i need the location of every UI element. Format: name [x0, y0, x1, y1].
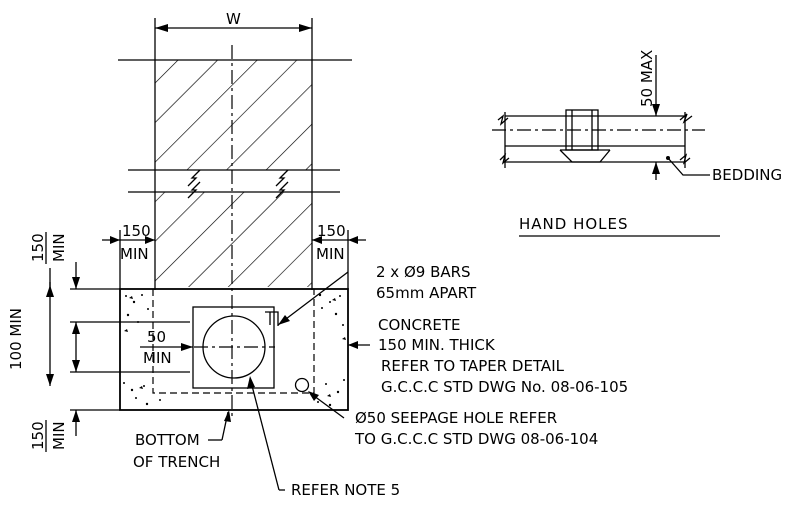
dim-100-min: 100 MIN	[7, 308, 25, 370]
bars-note-line1: 2 x Ø9 BARS	[376, 263, 471, 281]
dim-150-top-right: 150	[317, 222, 346, 240]
hand-holes-detail: 50 MAX BEDDING HAND HOLES	[492, 50, 782, 237]
width-label: W	[226, 10, 241, 28]
dim-min-top-left: MIN	[120, 245, 149, 263]
hand-holes-title: HAND HOLES	[519, 215, 629, 233]
bars-note-line2: 65mm APART	[376, 284, 477, 302]
dim-min-bottom: MIN	[50, 421, 68, 450]
dim-50-min: MIN	[143, 349, 172, 367]
side-offset-dimensions: 150 MIN 150 MIN	[102, 222, 366, 289]
concrete-note-line4: G.C.C.C STD DWG No. 08-06-105	[381, 378, 628, 396]
seepage-note-line2: TO G.C.C.C STD DWG 08-06-104	[354, 430, 598, 448]
dim-min-top-right: MIN	[316, 245, 345, 263]
dim-150-left: 150	[29, 233, 47, 262]
concrete-note-line1: CONCRETE	[378, 316, 461, 334]
bottom-note-line2: OF TRENCH	[133, 453, 220, 471]
dim-min-left: MIN	[50, 233, 68, 262]
leader-lines	[208, 271, 370, 491]
break-lines	[118, 59, 352, 199]
backfill-hatching	[154, 58, 313, 290]
dim-150-bottom: 150	[29, 421, 47, 450]
max-50-label: 50 MAX	[638, 50, 656, 107]
width-dimension: W	[154, 10, 313, 58]
dim-50: 50	[147, 328, 166, 346]
left-dimensions: 100 MIN 150 MIN 150 MIN	[7, 232, 190, 452]
trench-section: W	[7, 10, 628, 499]
conduit-offset-dimension: 50 MIN	[140, 328, 193, 367]
seepage-note-line1: Ø50 SEEPAGE HOLE REFER	[355, 409, 557, 427]
refer-note: REFER NOTE 5	[291, 481, 400, 499]
concrete-note-line3: REFER TO TAPER DETAIL	[381, 357, 565, 375]
bottom-note-line1: BOTTOM	[135, 431, 200, 449]
bedding-label: BEDDING	[712, 166, 782, 184]
concrete-note-line2: 150 MIN. THICK	[378, 336, 496, 354]
dim-150-top-left: 150	[122, 222, 151, 240]
seepage-hole	[294, 377, 310, 393]
